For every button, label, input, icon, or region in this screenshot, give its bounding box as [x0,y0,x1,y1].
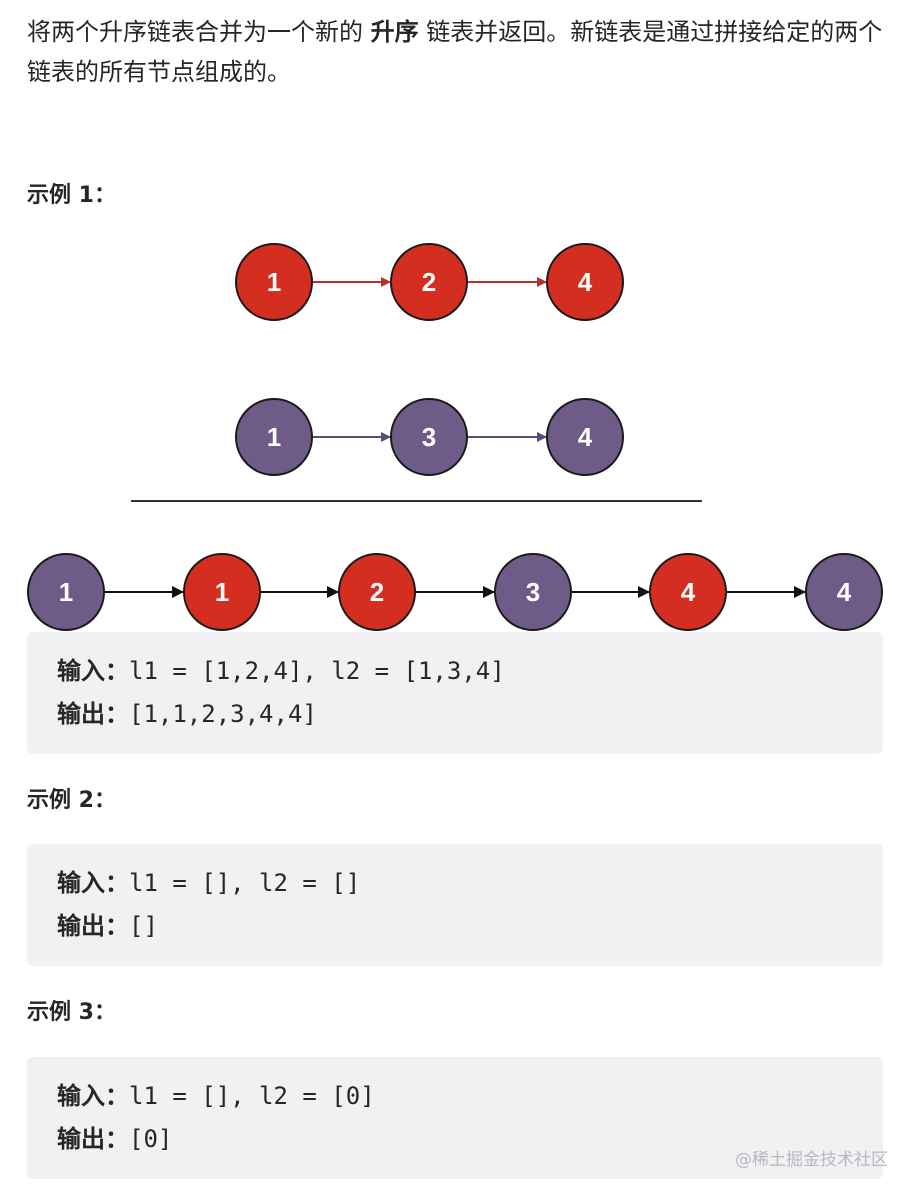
list-1-node-1 [235,243,313,321]
intro-bold-term: 升序 [370,18,419,46]
example-3-output-line: 输出：[0] [57,1124,172,1154]
example-1-input-line: 输入：l1 = [1,2,4], l2 = [1,3,4] [57,656,505,686]
input-label: 输入： [57,869,129,897]
list-1-node-label-3: 4 [578,267,593,297]
merged-node-4 [494,553,572,631]
list-1-node-label-2: 2 [422,267,436,297]
example-1-output-line: 输出：[1,1,2,3,4,4] [57,699,317,729]
list-2-node-label-2: 3 [422,422,436,452]
output-value: [] [129,912,158,940]
example-2-output-line: 输出：[] [57,911,158,941]
merged-list-row: 1 1 2 3 4 4 [27,553,883,631]
merged-node-6 [805,553,883,631]
output-label: 输出： [57,700,129,728]
example-2-code-block: 输入：l1 = [], l2 = [] 输出：[] [27,844,883,966]
watermark: @稀土掘金技术社区 [735,1150,888,1170]
list-2-node-1 [235,398,313,476]
input-value: l1 = [], l2 = [0] [129,1082,375,1110]
example-1-code-block: 输入：l1 = [1,2,4], l2 = [1,3,4] 输出：[1,1,2,… [27,632,883,754]
output-value: [0] [129,1125,173,1153]
input-value: l1 = [1,2,4], l2 = [1,3,4] [129,657,505,685]
list-2-node-label-3: 4 [578,422,593,452]
output-value: [1,1,2,3,4,4] [129,700,317,728]
input-label: 输入： [57,657,129,685]
merged-node-2 [183,553,261,631]
example-1-title: 示例 1： [27,183,116,208]
input-value: l1 = [], l2 = [] [129,869,361,897]
merged-node-label-2: 1 [215,577,229,607]
list-1-node-2 [390,243,468,321]
output-label: 输出： [57,1125,129,1153]
merged-node-label-1: 1 [59,577,73,607]
merged-node-label-3: 2 [370,577,384,607]
list-2-node-3 [546,398,624,476]
example-2-title: 示例 2： [27,788,116,813]
intro-text-start: 将两个升序链表合并为一个新的 [27,18,371,46]
merged-node-1 [27,553,105,631]
example-3-input-line: 输入：l1 = [], l2 = [0] [57,1081,375,1111]
list-2-node-label-1: 1 [267,422,281,452]
list-1-node-3 [546,243,624,321]
input-label: 输入： [57,1082,129,1110]
example-3-code-block: 输入：l1 = [], l2 = [0] 输出：[0] [27,1057,883,1179]
example-3-title: 示例 3： [27,1000,116,1025]
example-2-input-line: 输入：l1 = [], l2 = [] [57,868,360,898]
output-label: 输出： [57,912,129,940]
merged-node-label-4: 3 [526,577,540,607]
problem-description: 将两个升序链表合并为一个新的 升序 链表并返回。新链表是通过拼接给定的两个链表的… [27,12,889,92]
merged-node-5 [649,553,727,631]
list-1-row: 1 2 4 [235,243,624,321]
list-1-node-label-1: 1 [267,267,281,297]
intro-text-end: 链表并返回。新链表是通过拼接给定的两个链表的所有节点组成的。 [27,18,883,86]
linked-list-merge-diagram: 1 2 4 1 3 4 1 1 2 3 4 4 [27,243,883,631]
merged-node-label-5: 4 [681,577,696,607]
list-2-node-2 [390,398,468,476]
merged-node-3 [338,553,416,631]
list-2-row: 1 3 4 [235,398,624,476]
merged-node-label-6: 4 [837,577,852,607]
